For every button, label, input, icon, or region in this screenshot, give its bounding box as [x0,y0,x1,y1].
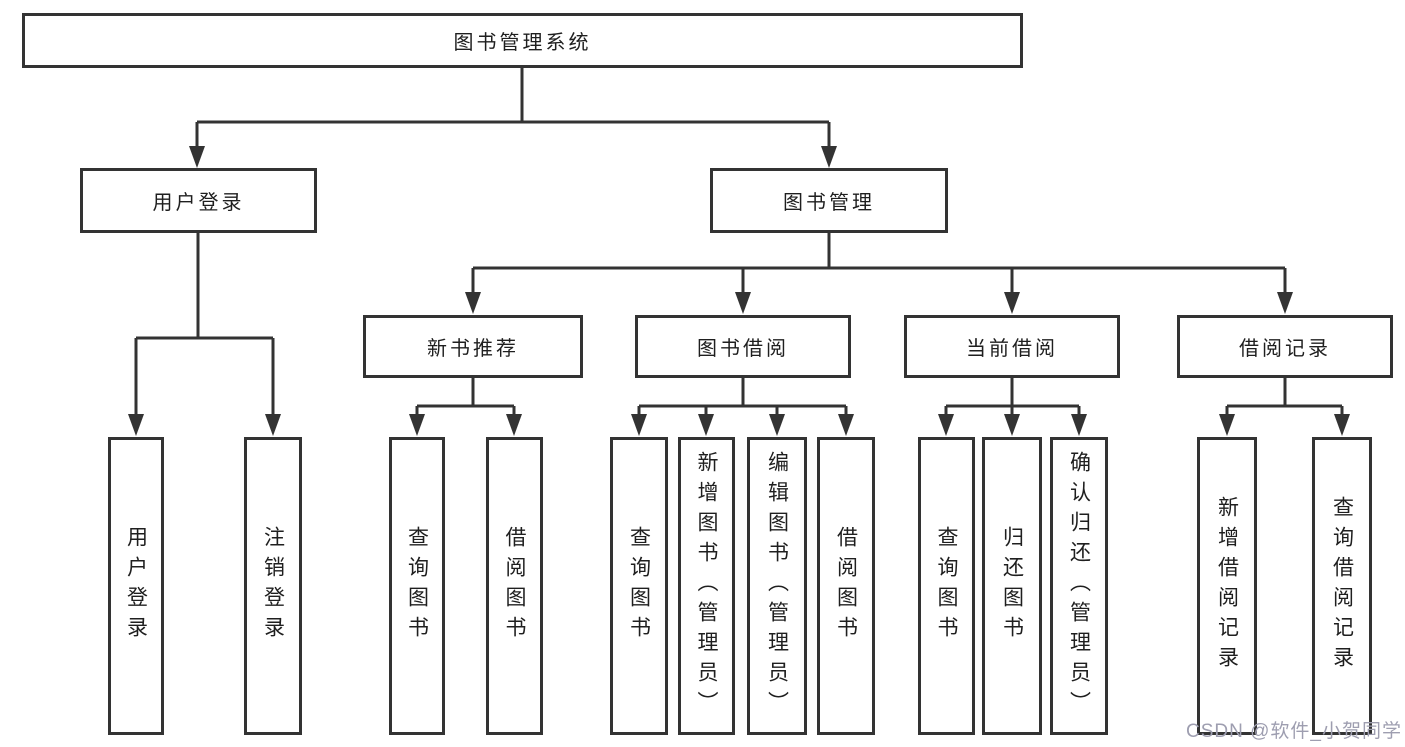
node-user-login: 用户登录 [80,168,317,233]
connector-paths [134,68,1344,418]
leaf-add-borrow-record-label: 新增借阅记录 [1215,496,1239,676]
leaf-borrow-books-recommend-label: 借阅图书 [503,526,526,646]
leaf-return-books-label: 归还图书 [1000,526,1024,646]
node-current-borrow: 当前借阅 [904,315,1120,378]
leaf-query-books-borrow: 查询图书 [610,437,668,735]
leaf-query-borrow-record: 查询借阅记录 [1312,437,1372,735]
leaf-query-books-borrow-label: 查询图书 [627,526,651,646]
node-library-management-system: 图书管理系统 [22,13,1023,68]
leaf-edit-books-admin-label: 编辑图书（管理员） [765,451,789,721]
leaf-confirm-return-admin-label: 确认归还（管理员） [1067,451,1091,721]
leaf-add-borrow-record: 新增借阅记录 [1197,437,1257,735]
leaf-query-books-recommend: 查询图书 [389,437,445,735]
leaf-query-books-current-label: 查询图书 [935,526,958,646]
node-book-borrow: 图书借阅 [635,315,851,378]
leaf-add-books-admin: 新增图书（管理员） [678,437,735,735]
leaf-borrow-books-recommend: 借阅图书 [486,437,543,735]
leaf-query-borrow-record-label: 查询借阅记录 [1330,496,1354,676]
leaf-edit-books-admin: 编辑图书（管理员） [747,437,807,735]
leaf-borrow-books: 借阅图书 [817,437,875,735]
leaf-query-books-current: 查询图书 [918,437,975,735]
leaf-query-books-recommend-label: 查询图书 [405,526,429,646]
leaf-confirm-return-admin: 确认归还（管理员） [1050,437,1108,735]
node-new-book-recommend: 新书推荐 [363,315,583,378]
leaf-user-login-label: 用户登录 [124,526,148,646]
csdn-watermark: CSDN @软件_小贺同学 [1186,721,1402,742]
leaf-return-books: 归还图书 [982,437,1042,735]
leaf-add-books-admin-label: 新增图书（管理员） [695,451,718,721]
leaf-user-login: 用户登录 [108,437,164,735]
node-book-management: 图书管理 [710,168,948,233]
leaf-logout-label: 注销登录 [261,526,285,646]
node-borrow-records: 借阅记录 [1177,315,1393,378]
leaf-logout: 注销登录 [244,437,302,735]
leaf-borrow-books-label: 借阅图书 [834,526,858,646]
